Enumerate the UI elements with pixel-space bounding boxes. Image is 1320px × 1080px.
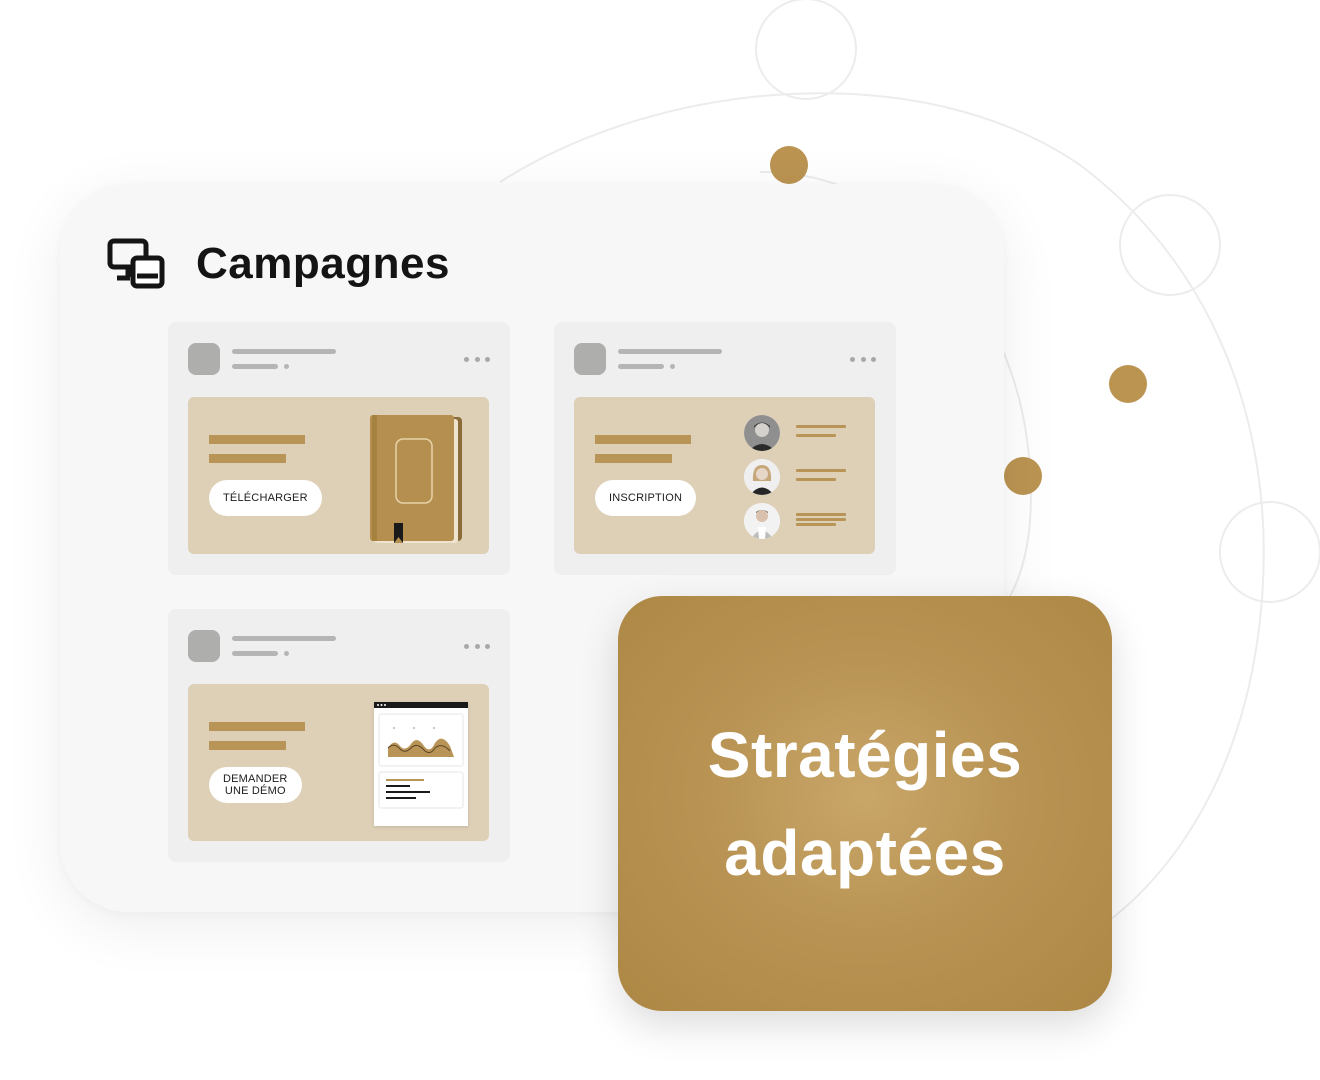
post-meta-dot	[284, 364, 289, 369]
post-author-placeholder	[232, 636, 336, 641]
post-author-placeholder	[618, 349, 722, 354]
page-title: Campagnes	[196, 239, 450, 288]
more-options-icon[interactable]	[464, 641, 490, 651]
cta-label: DEMANDER UNE DÉMO	[223, 773, 288, 797]
speaker-item	[744, 457, 854, 497]
ad-creative: INSCRIPTION	[574, 397, 875, 554]
headline-placeholder	[595, 435, 691, 444]
subheadline-placeholder	[209, 741, 286, 750]
post-meta-dot	[284, 651, 289, 656]
speaker-avatar	[744, 503, 780, 539]
strategy-line-2: adaptées	[724, 816, 1006, 889]
registration-button[interactable]: INSCRIPTION	[595, 480, 697, 516]
post-header	[188, 629, 490, 663]
speaker-item	[744, 413, 854, 453]
strategy-card: Stratégies adaptées	[618, 596, 1112, 1011]
speaker-avatar	[744, 415, 780, 451]
more-options-icon[interactable]	[850, 354, 876, 364]
dashboard-preview	[374, 702, 468, 826]
post-meta-dot	[670, 364, 675, 369]
speakers-list	[744, 413, 864, 543]
campaign-post-registration[interactable]: INSCRIPTION	[554, 322, 896, 575]
orbit-dot	[770, 146, 808, 184]
campaign-post-demo[interactable]: DEMANDER UNE DÉMO	[168, 609, 510, 862]
post-header	[188, 342, 490, 376]
avatar	[188, 630, 220, 662]
speaker-item	[744, 501, 854, 541]
subheadline-placeholder	[209, 454, 286, 463]
post-meta-placeholder	[232, 651, 278, 656]
ad-creative: TÉLÉCHARGER	[188, 397, 489, 554]
campaign-post-download[interactable]: TÉLÉCHARGER	[168, 322, 510, 575]
book-icon	[370, 415, 462, 543]
post-header	[574, 342, 876, 376]
post-meta-placeholder	[232, 364, 278, 369]
download-button[interactable]: TÉLÉCHARGER	[209, 480, 322, 516]
avatar	[574, 343, 606, 375]
subheadline-placeholder	[595, 454, 672, 463]
headline-placeholder	[209, 722, 305, 731]
speaker-avatar	[744, 459, 780, 495]
request-demo-button[interactable]: DEMANDER UNE DÉMO	[209, 767, 302, 803]
campaigns-header: Campagnes	[107, 236, 450, 292]
post-meta-placeholder	[618, 364, 664, 369]
more-options-icon[interactable]	[464, 354, 490, 364]
post-author-placeholder	[232, 349, 336, 354]
strategy-line-1: Stratégies	[707, 718, 1023, 791]
strategy-heading: Stratégies adaptées	[708, 706, 1022, 902]
orbit-dot	[1004, 457, 1042, 495]
headline-placeholder	[209, 435, 305, 444]
devices-icon	[107, 238, 165, 289]
ad-creative: DEMANDER UNE DÉMO	[188, 684, 489, 841]
avatar	[188, 343, 220, 375]
orbit-dot	[1109, 365, 1147, 403]
